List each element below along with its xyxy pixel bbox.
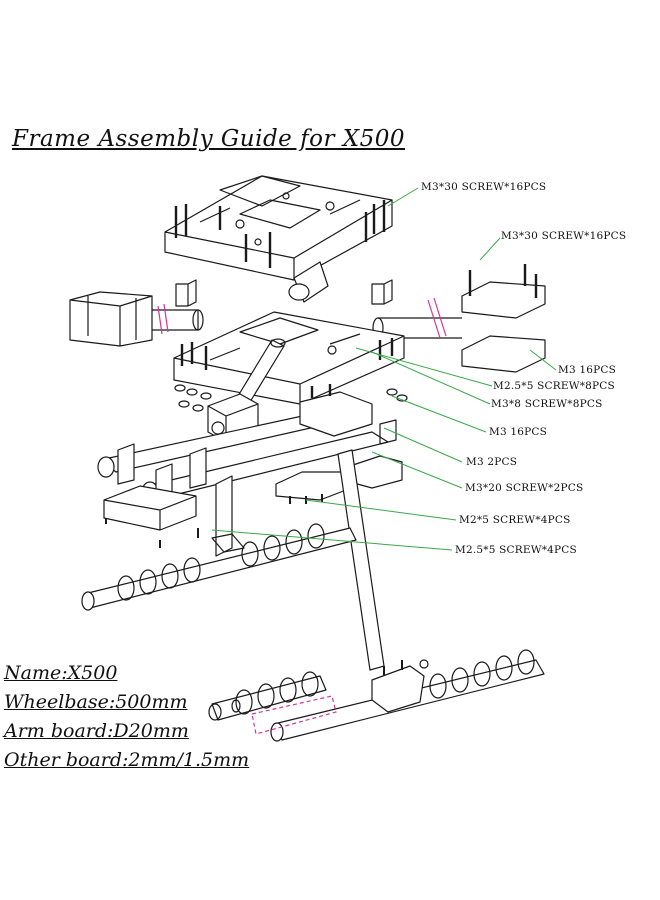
callout-plate-screws: M2.5*5 SCREW*8PCS [493,380,615,392]
callout-top-screws: M3*30 SCREW*16PCS [421,181,547,193]
right-motor-mount [372,264,546,373]
top-screws [174,200,386,268]
left-gear-plates [103,485,199,548]
nuts-row [174,384,408,412]
callout-plate-m3-screws: M3*8 SCREW*8PCS [491,398,603,410]
upper-clamp [299,384,397,445]
left-skid [81,523,357,611]
spec-wheelbase: Wheelbase:500mm [4,691,188,713]
page-title: Frame Assembly Guide for X500 [12,126,406,152]
right-skid [270,649,545,742]
callout-gear-plate-screws: M2.5*5 SCREW*4PCS [455,544,577,556]
center-tube [288,261,329,303]
callout-clamp-nuts: M3 2PCS [466,456,518,468]
callout-motor-screws: M3*30 SCREW*16PCS [501,230,627,242]
callout-motor-nuts: M3 16PCS [558,364,617,376]
spec-name: Name:X500 [4,662,118,684]
leader-lines [211,187,557,551]
top-plate [164,175,393,281]
spec-arm-board: Arm board:D20mm [4,720,189,742]
left-motor-mount [69,291,204,347]
callout-clamp-screws: M3*20 SCREW*2PCS [465,482,584,494]
alignment-marks [157,297,447,735]
foam-sleeves [208,671,327,721]
middle-plate [173,311,405,405]
landing-legs [211,449,385,671]
spec-other-board: Other board:2mm/1.5mm [4,749,250,771]
callout-gear-screws: M2*5 SCREW*4PCS [459,514,571,526]
callout-plate-nuts: M3 16PCS [489,426,548,438]
clamp-blocks [175,279,393,307]
